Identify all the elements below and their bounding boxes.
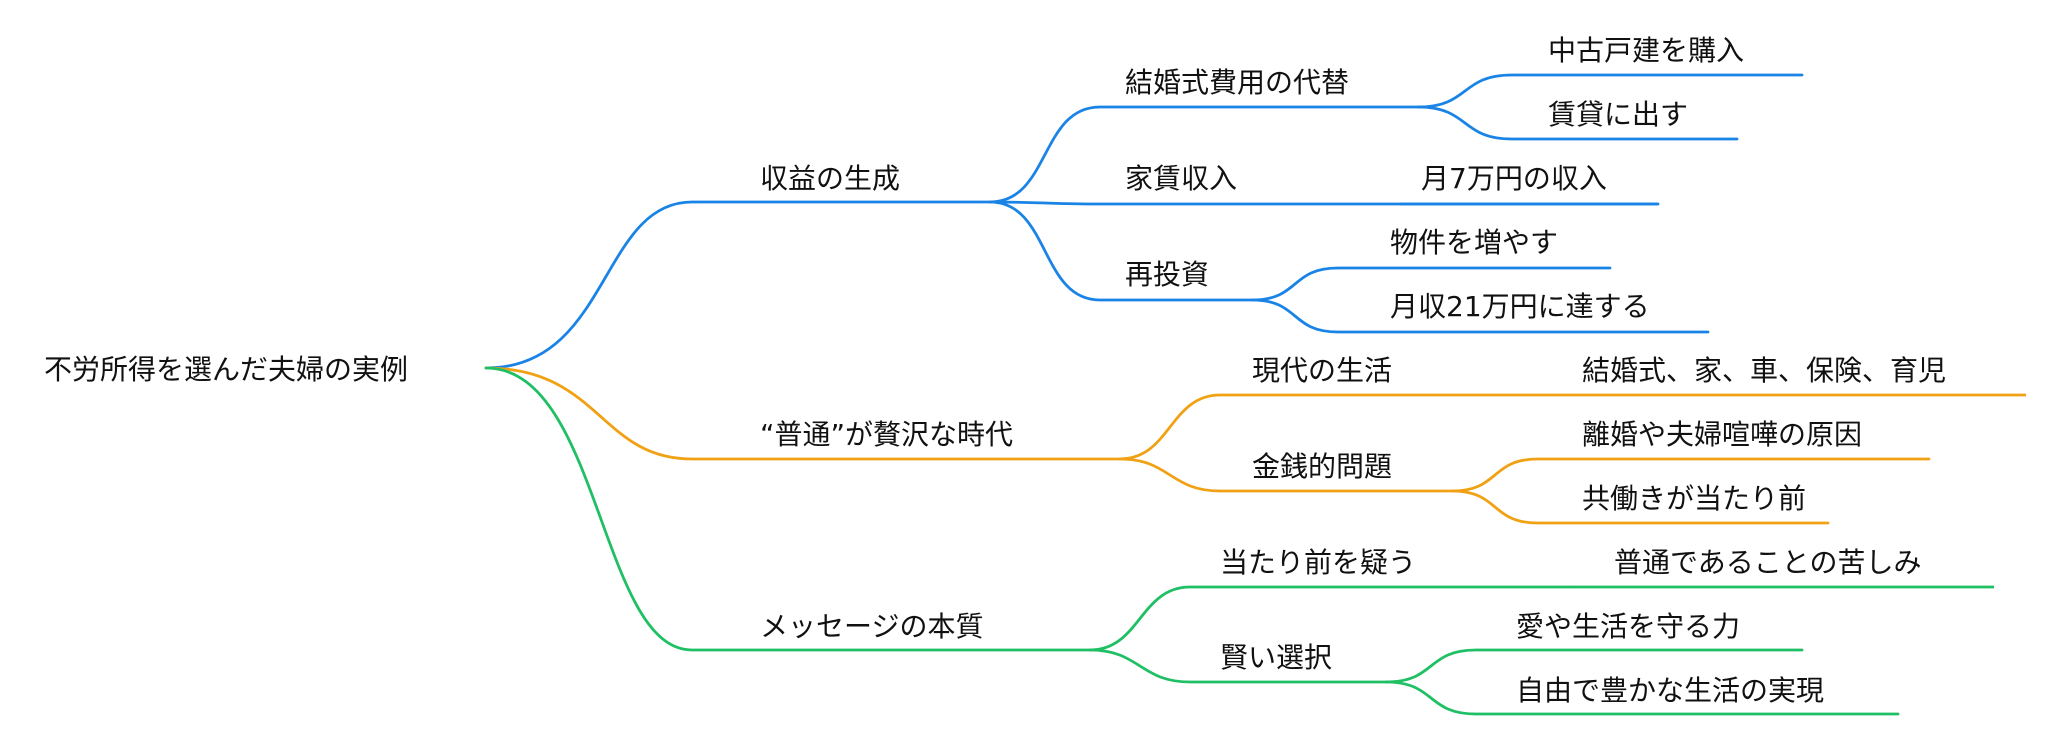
edge-luxury-to-money-issue [1118, 457, 1454, 493]
edge-income-to-rent [988, 200, 1660, 206]
leaf-monthly-income-label: 月7万円の収入 [1421, 162, 1607, 195]
node-reinvest-label: 再投資 [1125, 258, 1209, 291]
edge-message-to-wise-choice [1088, 648, 1388, 684]
leaf-lease-label: 賃貸に出す [1548, 98, 1688, 131]
edge-income-to-wedding-cost [988, 105, 1420, 204]
node-wise-choice-label: 賢い選択 [1220, 641, 1332, 674]
leaf-buy-house-label: 中古戸建を購入 [1548, 34, 1744, 67]
edge-wedding-cost-to-lease [1416, 105, 1739, 141]
branch-message-label: メッセージの本質 [760, 610, 983, 643]
edge-income-to-reinvest [988, 200, 1254, 302]
edge-root-to-message [484, 366, 1092, 652]
node-wedding-cost-label: 結婚式費用の代替 [1125, 66, 1349, 99]
edge-luxury-to-modern-life [1118, 393, 1555, 461]
leaf-freedom-label: 自由で豊かな生活の実現 [1516, 674, 1824, 707]
edge-money-issue-to-divorce [1450, 457, 1931, 493]
leaf-monthly-21-label: 月収21万円に達する [1390, 290, 1650, 323]
root-node-label: 不労所得を選んだ夫婦の実例 [44, 353, 408, 386]
leaf-dual-income-label: 共働きが当たり前 [1582, 482, 1806, 515]
node-money-issue-label: 金銭的問題 [1252, 450, 1392, 483]
edge-root-to-luxury [484, 366, 1122, 461]
labels: 不労所得を選んだ夫婦の実例 収益の生成 “普通”が贅沢な時代 メッセージの本質 … [44, 34, 1946, 707]
edge-reinvest-to-increase [1250, 266, 1612, 302]
edge-root-to-income [484, 200, 992, 370]
leaf-suffering-label: 普通であることの苦しみ [1614, 546, 1921, 579]
edge-message-to-question [1088, 585, 1577, 652]
edge-wedding-cost-to-buy-house [1416, 73, 1804, 109]
node-question-label: 当たり前を疑う [1220, 546, 1416, 579]
leaf-increase-property-label: 物件を増やす [1390, 226, 1558, 259]
leaf-modern-items-label: 結婚式、家、車、保険、育児 [1582, 354, 1946, 387]
edges [484, 73, 2026, 716]
edge-wise-choice-to-freedom [1384, 680, 1900, 716]
leaf-protect-label: 愛や生活を守る力 [1516, 610, 1740, 643]
branch-luxury-label: “普通”が贅沢な時代 [760, 418, 1013, 451]
node-rent-income-label: 家賃収入 [1125, 162, 1237, 195]
edge-wise-choice-to-protect [1384, 648, 1804, 684]
node-modern-life-label: 現代の生活 [1252, 354, 1392, 387]
edge-reinvest-to-monthly [1250, 298, 1710, 334]
edge-money-issue-to-dual-income [1450, 489, 1830, 525]
branch-income-label: 収益の生成 [760, 162, 900, 195]
leaf-divorce-label: 離婚や夫婦喧嘩の原因 [1582, 418, 1862, 451]
